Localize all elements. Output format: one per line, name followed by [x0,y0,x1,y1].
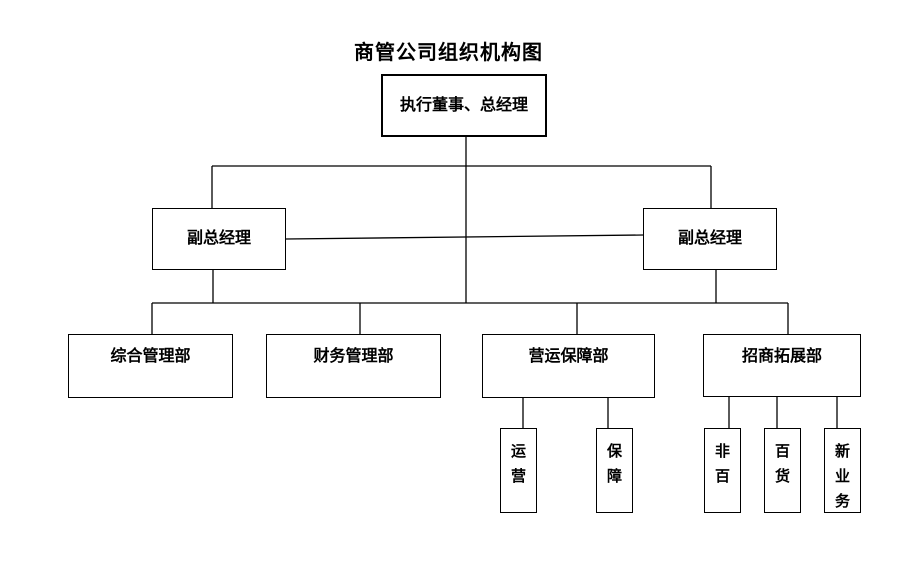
org-node-dept-investment-expansion: 招商拓展部 [703,334,861,397]
team-label: 百货 [775,443,791,485]
org-node-root: 执行董事、总经理 [381,74,547,137]
org-node-team-new-business: 新业务 [824,428,861,513]
org-node-deputy-left: 副总经理 [152,208,286,270]
team-label: 保障 [607,443,623,485]
org-node-dept-finance-management: 财务管理部 [266,334,441,398]
team-label: 运营 [511,443,527,485]
org-node-team-non-department-store: 非百 [704,428,741,513]
org-node-team-operations: 运营 [500,428,537,513]
chart-title: 商管公司组织机构图 [354,42,543,64]
org-node-dept-operations-support: 营运保障部 [482,334,655,398]
org-node-dept-general-management: 综合管理部 [68,334,233,398]
team-label: 非百 [715,443,731,485]
org-node-team-support: 保障 [596,428,633,513]
org-node-team-department-store: 百货 [764,428,801,513]
connector-deputy-crossbar [285,234,644,240]
org-node-deputy-right: 副总经理 [643,208,777,270]
team-label: 新业务 [835,443,851,510]
